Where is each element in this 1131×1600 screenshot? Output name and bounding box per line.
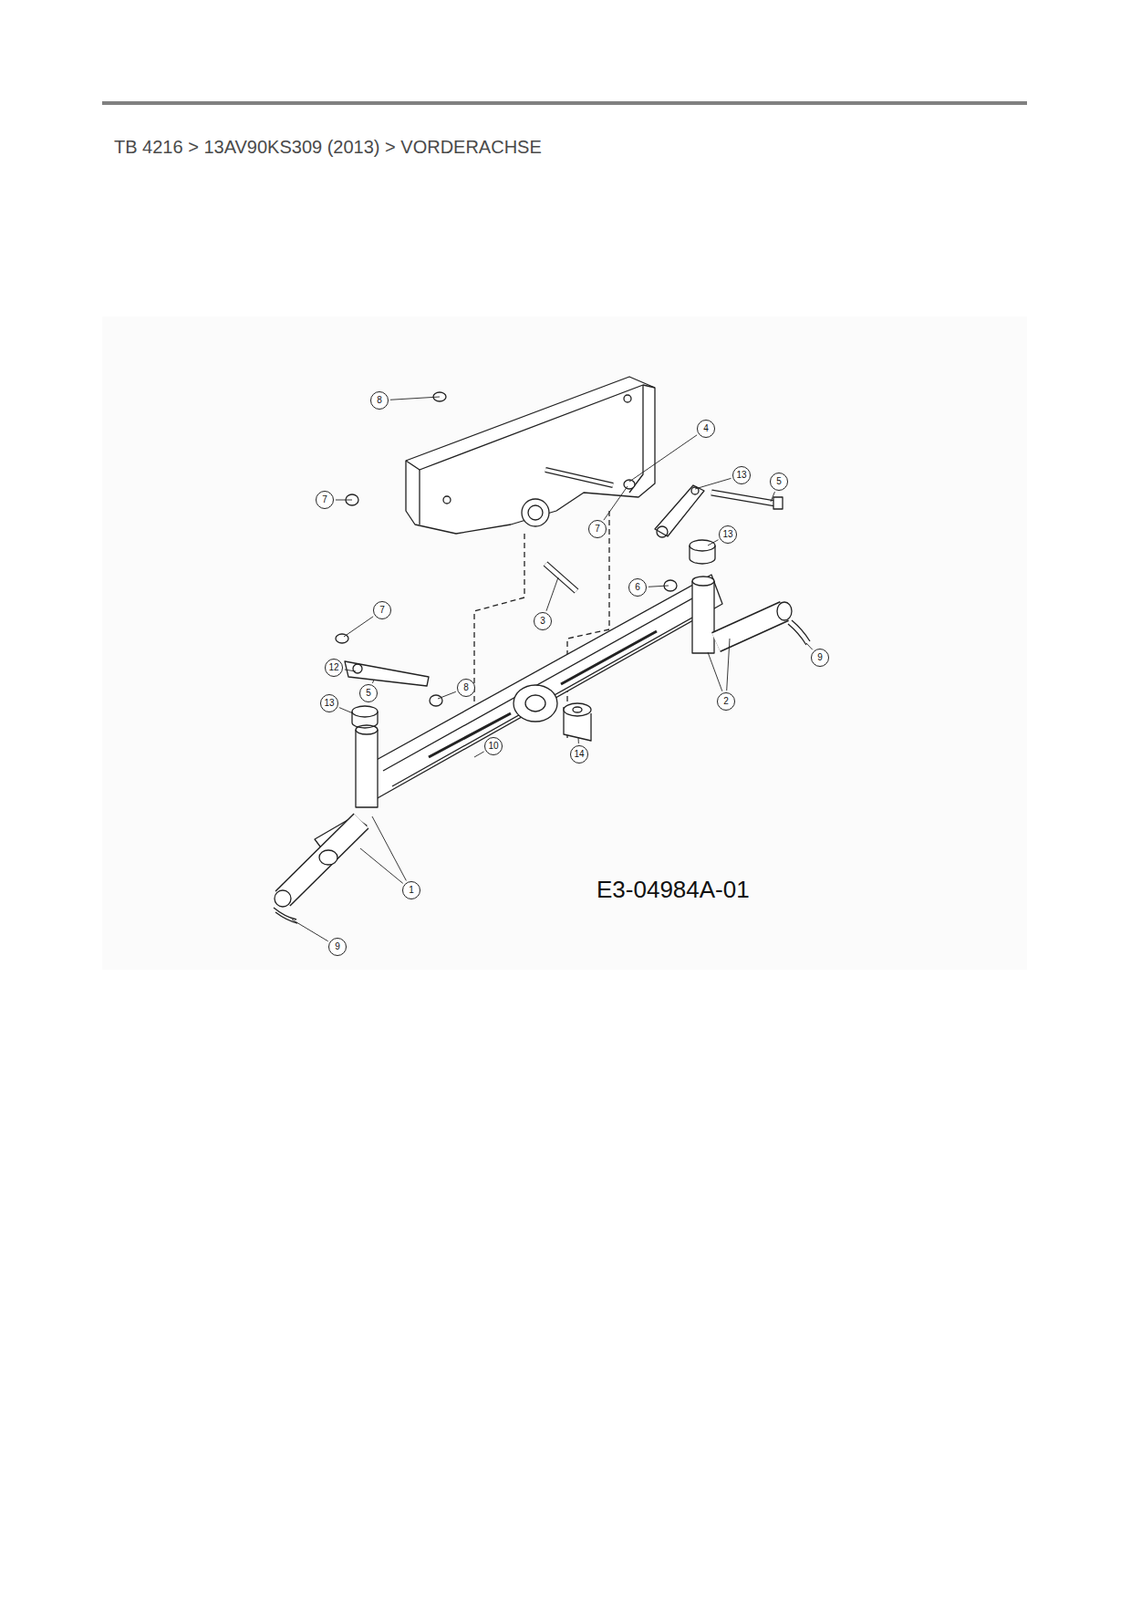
callout-number: 9 — [328, 937, 347, 956]
leader-line — [578, 736, 580, 744]
drawing-ground — [102, 316, 1028, 970]
leader-line — [372, 816, 406, 881]
callout-number: 2 — [716, 692, 736, 711]
leader-line — [806, 643, 813, 650]
leader-line — [707, 652, 723, 692]
callout-number: 10 — [484, 736, 503, 756]
header-rule — [102, 101, 1028, 105]
leader-line — [603, 486, 628, 520]
leader-line — [390, 396, 440, 400]
leader-line — [474, 751, 485, 758]
callout-number: 3 — [533, 612, 552, 631]
callout-number: 7 — [588, 519, 607, 539]
callout-number: 14 — [570, 745, 589, 764]
callout-number: 5 — [769, 472, 789, 491]
leader-line — [437, 691, 457, 699]
leader-line — [629, 435, 697, 482]
callout-number: 7 — [373, 601, 392, 620]
callout-number: 5 — [359, 684, 378, 703]
callout-number: 13 — [718, 525, 737, 544]
callout-number: 6 — [628, 578, 647, 597]
callout-number: 8 — [370, 391, 389, 410]
leader-line — [546, 577, 559, 612]
callout-number: 8 — [456, 678, 476, 697]
leader-line — [770, 491, 775, 502]
leader-line — [648, 585, 669, 587]
leader-line — [726, 638, 730, 691]
leader-line — [707, 539, 718, 546]
leader-line — [339, 707, 353, 714]
leader-line — [291, 919, 329, 942]
breadcrumb-title: TB 4216 > 13AV90KS309 (2013) > VORDERACH… — [114, 136, 542, 158]
leader-line — [335, 499, 353, 501]
callout-number: 4 — [696, 419, 716, 438]
callout-number: 9 — [810, 648, 830, 667]
leader-lines — [291, 396, 813, 942]
leader-line — [372, 679, 374, 684]
leader-line — [344, 669, 356, 672]
callout-number: 13 — [732, 466, 751, 485]
callout-number: 12 — [324, 658, 343, 677]
drawing-number: E3-04984A-01 — [596, 875, 750, 904]
callout-number: 7 — [315, 490, 334, 509]
parts — [273, 376, 810, 924]
leader-line — [343, 616, 374, 637]
callout-number: 1 — [402, 881, 421, 900]
leader-line — [695, 477, 731, 489]
leader-line — [360, 848, 404, 883]
callout-number: 13 — [320, 694, 339, 713]
